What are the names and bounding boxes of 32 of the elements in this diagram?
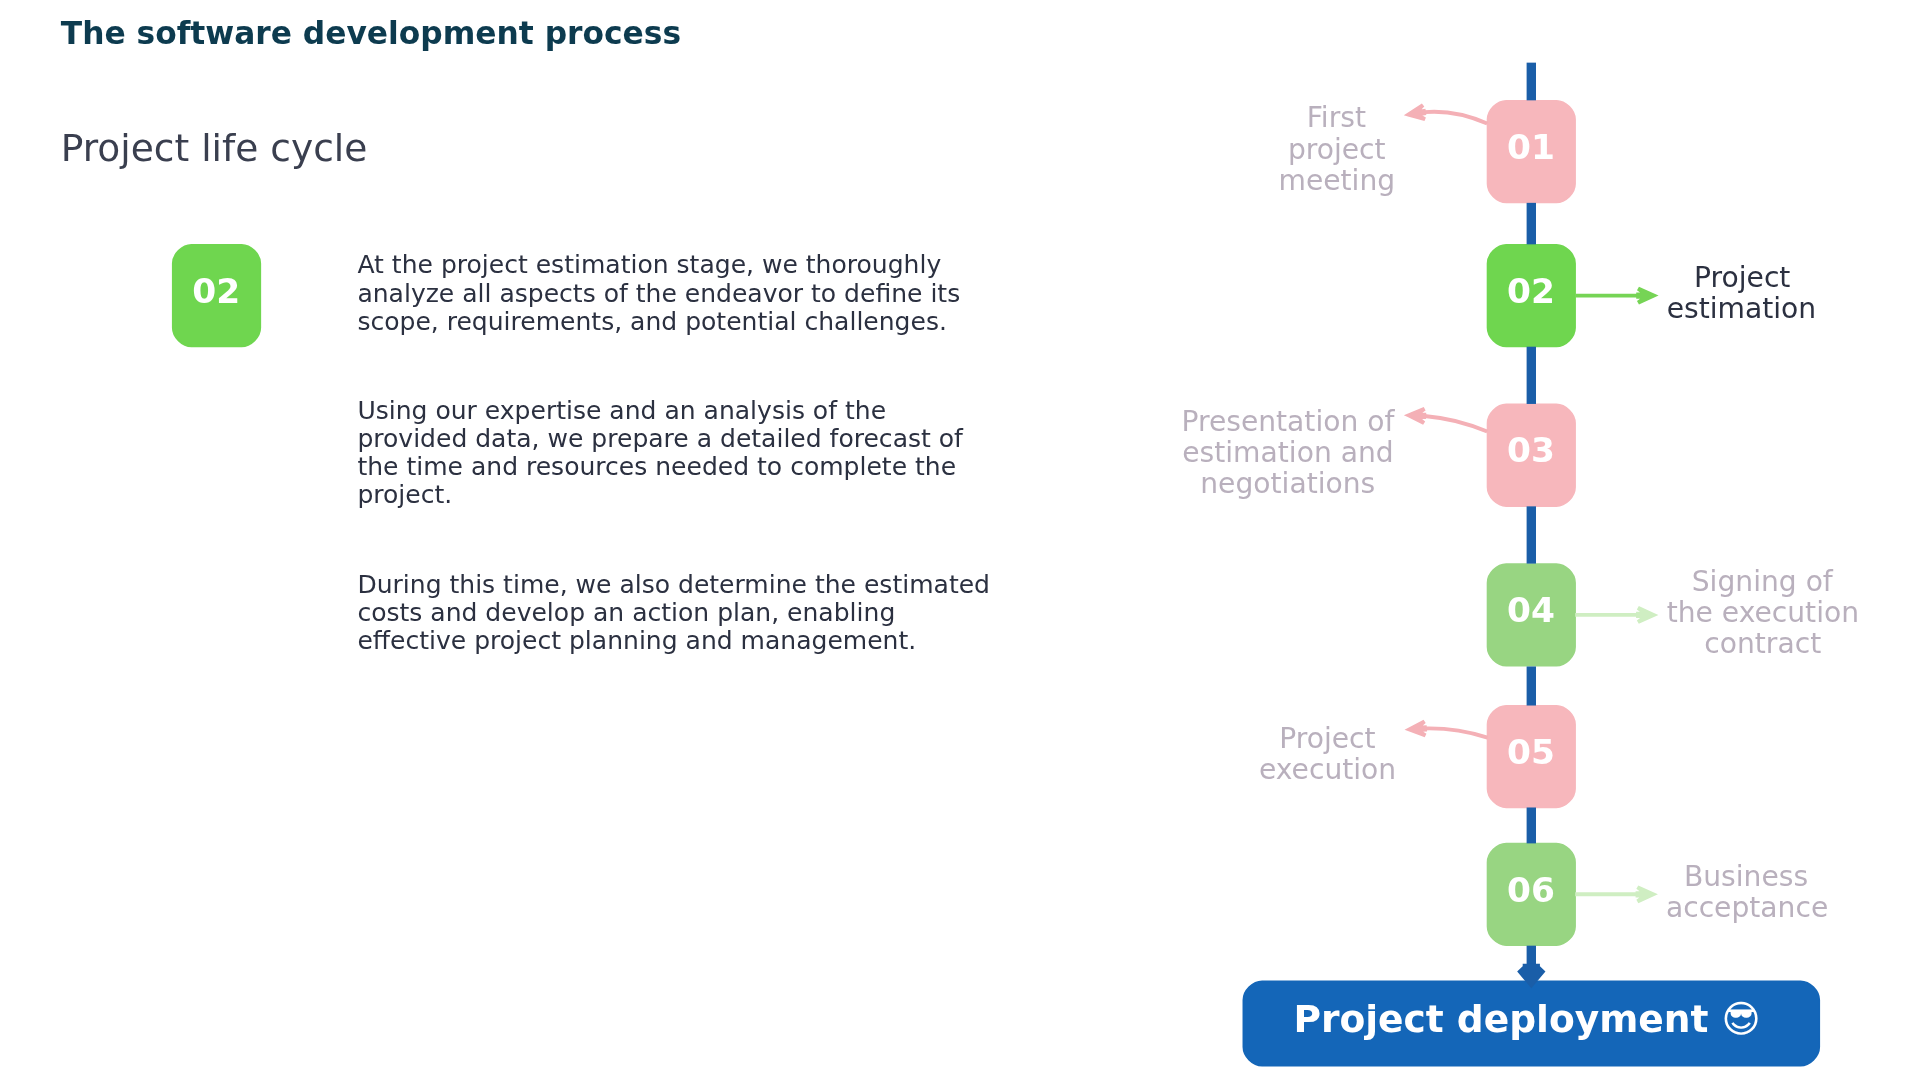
connector xyxy=(1526,807,1536,844)
node-text: Project execution xyxy=(1258,721,1397,787)
label: Project life cycle xyxy=(60,126,368,171)
node-box: 06 xyxy=(1486,842,1576,946)
node-box: 03 xyxy=(1486,403,1576,507)
node-text: Presentation of estimation and negotiations xyxy=(1181,404,1395,501)
node-box: 01 xyxy=(1486,99,1576,204)
arrow xyxy=(1407,719,1488,740)
diagram-title: The software development process xyxy=(60,15,682,52)
connector xyxy=(1526,506,1536,564)
arrow xyxy=(1406,406,1488,434)
arrow xyxy=(1406,103,1488,126)
node-text: Business acceptance xyxy=(1665,859,1829,924)
node-text: First project meeting xyxy=(1278,101,1396,197)
node-box: 02 xyxy=(1486,243,1576,348)
arrow xyxy=(1575,605,1656,624)
node-box: 04 xyxy=(1486,563,1576,667)
node-box: 02 xyxy=(171,243,262,348)
node-text: Project estimation xyxy=(1666,260,1817,326)
arrow xyxy=(1575,286,1656,305)
connector xyxy=(1526,202,1536,245)
node-text: Signing of the execution contract xyxy=(1666,564,1860,661)
node-box: 05 xyxy=(1486,704,1576,809)
node-label: Using our expertise and an analysis of the provided data, we prepare a detailed forecast of the time and resources needed to complete the project. xyxy=(357,395,963,510)
node-label: At the project estimation stage, we thoroughly analyze all aspects of the endeavor to define its scope, requirements, and potential challenges. xyxy=(357,250,961,336)
node-label: During this time, we also determine the estimated costs and develop an action plan, enabling effective project planning and management. xyxy=(357,569,991,656)
connector xyxy=(1526,346,1536,404)
node-box: Project deployment 😎 xyxy=(1242,980,1821,1067)
connector xyxy=(1526,62,1536,101)
arrow xyxy=(1516,945,1547,986)
arrow xyxy=(1575,885,1656,904)
connector xyxy=(1526,666,1536,706)
